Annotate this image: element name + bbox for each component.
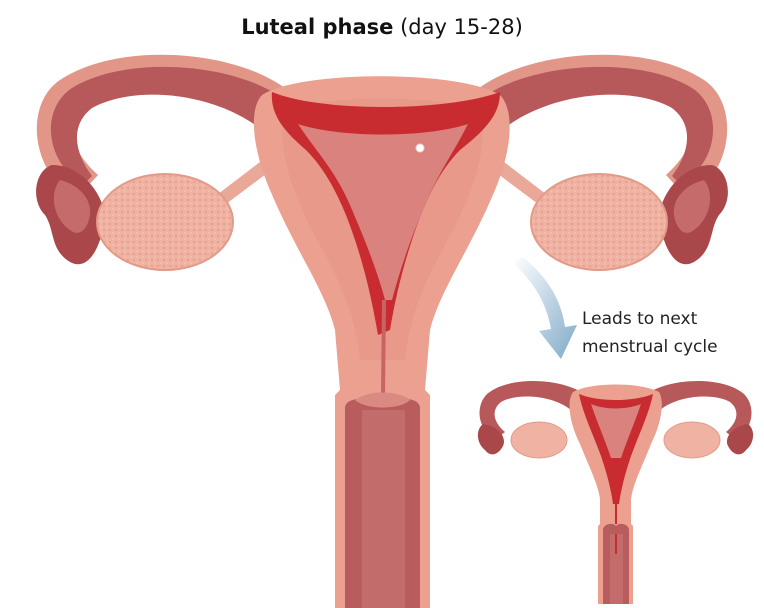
egg-cell	[416, 144, 424, 152]
arrow-icon	[505, 255, 585, 365]
left-ovary	[97, 174, 233, 270]
uterus-illustration-small	[473, 374, 758, 604]
caption-line-1: Leads to next	[582, 305, 718, 333]
next-cycle-caption: Leads to next menstrual cycle	[582, 305, 718, 361]
caption-line-2: menstrual cycle	[582, 333, 718, 361]
